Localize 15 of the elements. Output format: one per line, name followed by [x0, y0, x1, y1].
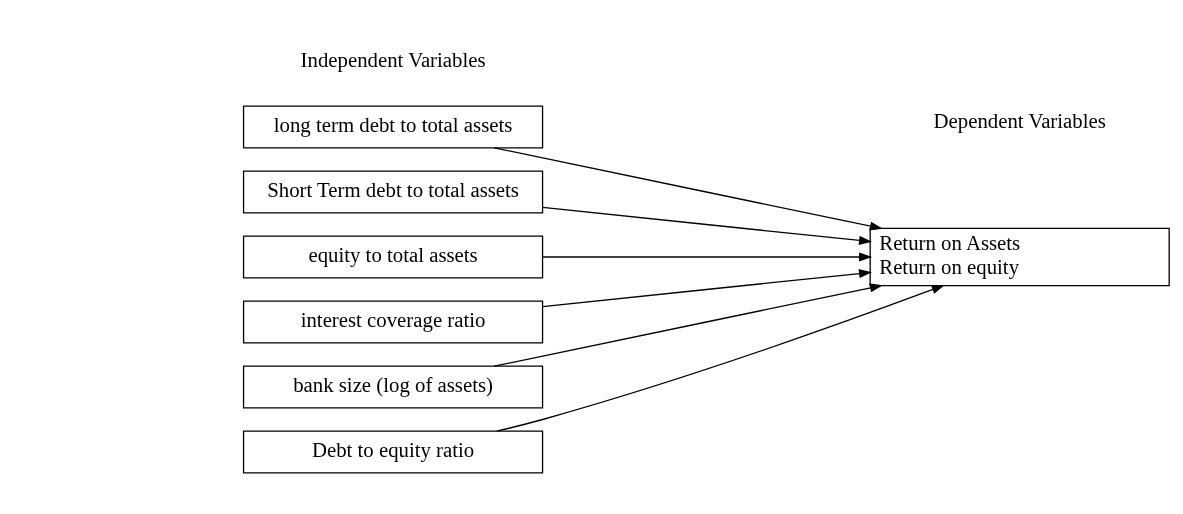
arrow: [542, 252, 873, 262]
arrow: [496, 285, 945, 432]
node-box: Return on Assets Return on equity: [869, 227, 1170, 287]
node-box: long term debt to total assets: [242, 105, 544, 149]
node-box: equity to total assets: [242, 235, 544, 279]
node-box: interest coverage ratio: [242, 300, 544, 344]
node-box: Debt to equity ratio: [242, 430, 544, 474]
arrow: [493, 147, 883, 231]
label: Dependent Variables: [933, 109, 1106, 133]
arrow: [542, 269, 873, 308]
node-box: Short Term debt to total assets: [242, 170, 544, 214]
arrow: [542, 206, 873, 245]
label: Independent Variables: [300, 47, 486, 71]
node-box: bank size (log of assets): [242, 365, 544, 409]
arrow: [493, 283, 883, 367]
